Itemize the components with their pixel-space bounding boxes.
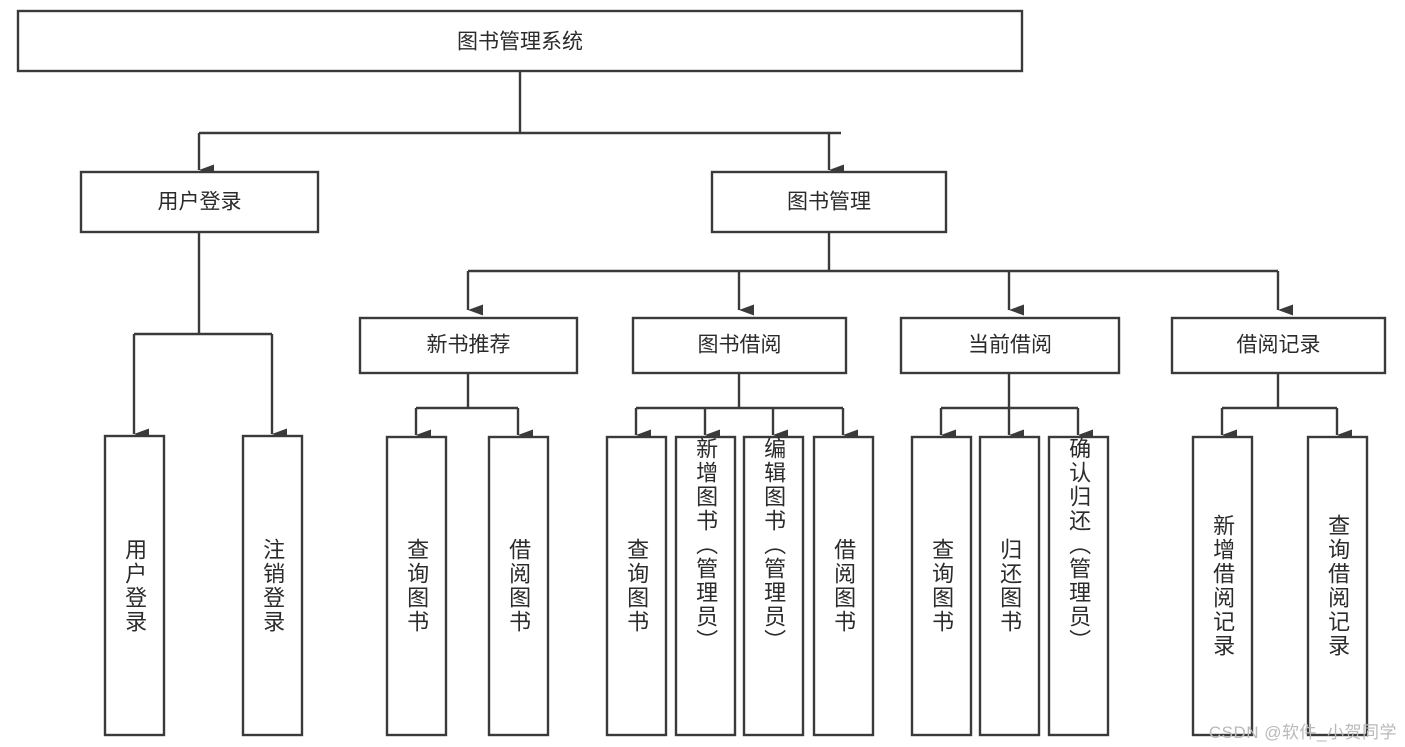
node-leaf-query-book-3[interactable] xyxy=(910,435,973,737)
node-book-borrow-label: 图书借阅 xyxy=(698,334,782,357)
node-book-manage-label: 图书管理 xyxy=(787,191,871,214)
node-new-book-recommend[interactable] xyxy=(358,316,579,375)
node-leaf-confirm-return-admin[interactable] xyxy=(1047,435,1110,737)
node-leaf-return-book[interactable] xyxy=(978,435,1041,737)
node-leaf-user-login[interactable] xyxy=(103,434,166,737)
node-user-login-label: 用户登录 xyxy=(158,191,242,214)
node-current-borrow-label: 当前借阅 xyxy=(968,334,1052,357)
csdn-watermark: CSDN @软件_小贺同学 xyxy=(1208,723,1397,742)
node-leaf-query-book-1[interactable] xyxy=(385,435,448,737)
node-leaf-borrow-book-1[interactable] xyxy=(487,435,550,737)
node-leaf-query-book-2[interactable] xyxy=(605,435,668,737)
node-user-login[interactable] xyxy=(79,170,320,234)
node-root[interactable] xyxy=(16,9,1024,73)
node-book-borrow[interactable] xyxy=(631,316,848,375)
node-new-book-recommend-label: 新书推荐 xyxy=(427,334,511,357)
node-borrow-record-label: 借阅记录 xyxy=(1237,334,1321,357)
node-leaf-logout[interactable] xyxy=(241,434,304,737)
node-borrow-record[interactable] xyxy=(1170,316,1387,375)
node-current-borrow[interactable] xyxy=(899,316,1121,375)
node-book-manage[interactable] xyxy=(710,170,948,234)
node-layer: 图书管理系统 用户登录 图书管理 新书推荐 图书借阅 当前借阅 借阅记录 xyxy=(16,9,1387,737)
node-leaf-add-book-admin[interactable] xyxy=(674,435,737,737)
node-leaf-add-borrow-record[interactable] xyxy=(1191,435,1254,737)
node-leaf-borrow-book-2[interactable] xyxy=(812,435,875,737)
connector-layer xyxy=(132,71,1352,441)
node-leaf-edit-book-admin[interactable] xyxy=(742,435,805,737)
node-leaf-query-borrow-record[interactable] xyxy=(1306,435,1369,737)
node-root-label: 图书管理系统 xyxy=(457,31,583,54)
